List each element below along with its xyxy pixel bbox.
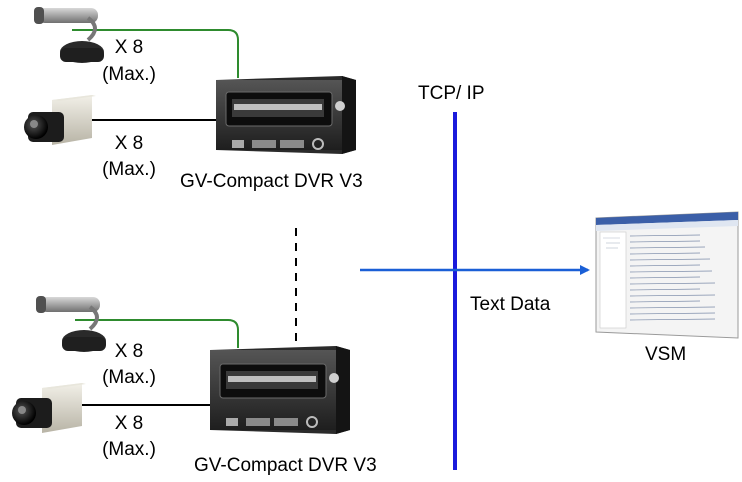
box-camera-icon: [24, 95, 96, 145]
compact-dvr-icon: [216, 76, 356, 154]
vsm-software-screenshot: [595, 211, 739, 339]
top-camera-max: (Max.): [102, 159, 156, 180]
compact-dvr-icon: [210, 346, 350, 434]
mic-line-top: [72, 29, 239, 78]
bottom-camera-max: (Max.): [102, 439, 156, 460]
text-data-label: Text Data: [470, 294, 551, 315]
top-mic-max: (Max.): [102, 64, 156, 85]
box-camera-icon: [12, 383, 86, 433]
tcp-ip-label: TCP/ IP: [418, 83, 485, 104]
top-dvr-label: GV-Compact DVR V3: [180, 171, 363, 192]
bottom-camera-count: X 8: [114, 413, 144, 434]
desk-microphone-icon: [34, 7, 104, 63]
desk-microphone-icon: [36, 296, 106, 352]
vsm-label: VSM: [645, 344, 687, 365]
mic-line-bottom: [75, 319, 239, 348]
top-mic-count: X 8: [114, 37, 144, 58]
bottom-dvr-label: GV-Compact DVR V3: [194, 455, 377, 476]
bottom-mic-max: (Max.): [102, 367, 156, 388]
bottom-mic-count: X 8: [114, 341, 144, 362]
top-camera-count: X 8: [114, 133, 144, 154]
